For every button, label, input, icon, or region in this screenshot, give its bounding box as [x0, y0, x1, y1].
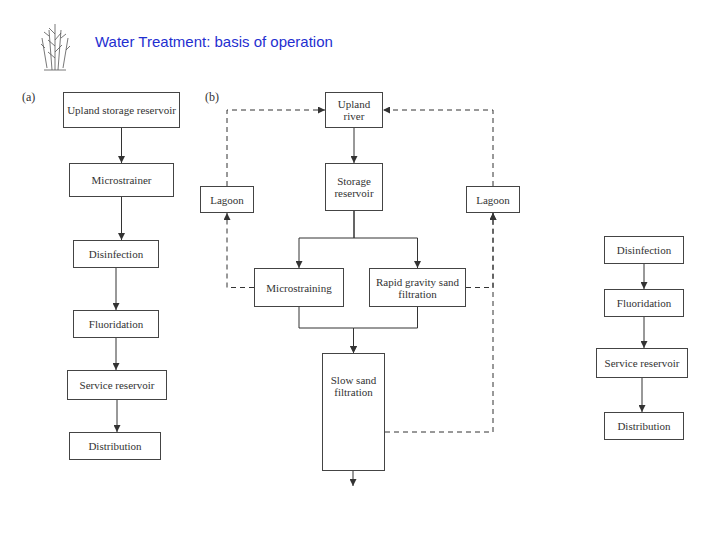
flow-arrow [121, 197, 122, 240]
process-box: Lagoon [466, 186, 520, 213]
dashed-return-line [227, 110, 325, 186]
reed-icon [41, 24, 70, 70]
flow-arrow [121, 128, 122, 163]
flow-arrow [116, 338, 117, 370]
process-box: Fluoridation [73, 310, 159, 338]
flow-arrow [644, 317, 645, 348]
process-box: Distribution [604, 412, 684, 440]
box-text: Lagoon [210, 194, 244, 206]
box-text: Lagoon [476, 194, 510, 206]
process-box: Slow sand filtration [322, 353, 385, 471]
dashed-return-line [466, 213, 493, 288]
box-text: Service reservoir [605, 357, 680, 369]
flow-arrow [299, 211, 354, 268]
diagram-title: Water Treatment: basis of operation [95, 33, 333, 50]
process-box: Lagoon [200, 186, 254, 213]
box-text: Storage reservoir [329, 175, 379, 199]
box-text: Fluoridation [89, 318, 143, 330]
process-box: Fluoridation [604, 289, 684, 317]
process-box: Microstrainer [69, 163, 174, 197]
flow-arrow [354, 211, 418, 268]
flow-arrow [116, 268, 117, 310]
box-text: Fluoridation [617, 297, 671, 309]
dashed-return-line [385, 213, 493, 432]
dashed-return-line [383, 110, 493, 186]
process-box: Upland storage reservoir [63, 92, 180, 128]
process-box: Service reservoir [67, 370, 167, 400]
process-box: Storage reservoir [325, 163, 383, 211]
flow-arrow [354, 307, 418, 353]
box-text: Distribution [88, 440, 141, 452]
process-box: Service reservoir [596, 348, 688, 378]
panel-label: (b) [205, 90, 219, 105]
process-box: Distribution [69, 432, 161, 460]
box-text: Slow sand filtration [326, 374, 381, 398]
process-box: Rapid gravity sand filtration [369, 268, 466, 307]
box-text: Rapid gravity sand filtration [373, 276, 462, 300]
process-box: Microstraining [254, 268, 344, 307]
box-text: Upland river [329, 98, 379, 122]
flow-arrow [117, 400, 118, 432]
box-text: Microstraining [266, 282, 331, 294]
box-text: Disinfection [89, 248, 143, 260]
flow-arrow [299, 307, 354, 353]
flow-arrow [642, 378, 643, 412]
box-text: Microstrainer [92, 174, 152, 186]
outflow-arrow [353, 471, 354, 486]
panel-label: (a) [22, 90, 35, 105]
dashed-return-line [227, 213, 254, 288]
box-text: Upland storage reservoir [67, 104, 176, 116]
process-box: Disinfection [73, 240, 159, 268]
box-text: Disinfection [617, 244, 671, 256]
flow-arrow [354, 128, 355, 163]
box-text: Service reservoir [80, 379, 155, 391]
process-box: Upland river [325, 92, 383, 128]
box-text: Distribution [617, 420, 670, 432]
process-box: Disinfection [604, 236, 684, 264]
flow-arrow [644, 264, 645, 289]
